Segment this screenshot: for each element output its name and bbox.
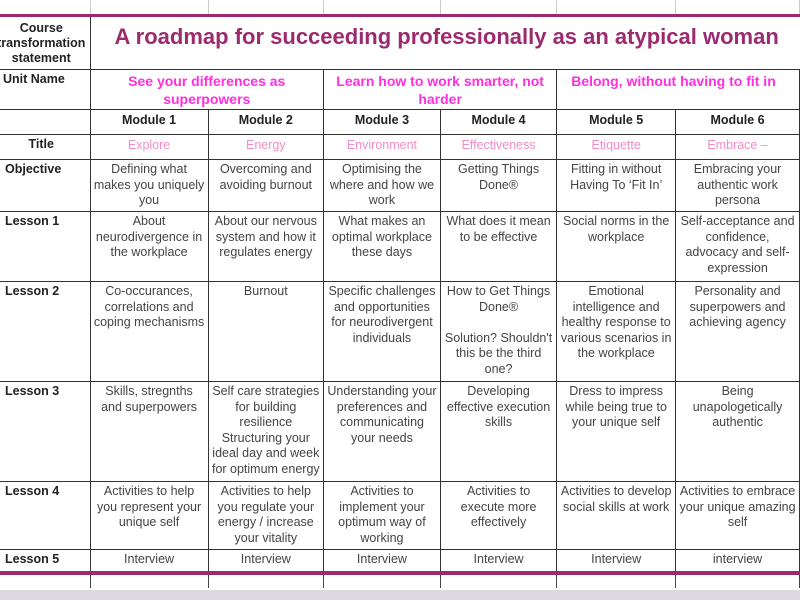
unit-3-cell[interactable]: Belong, without having to fit in: [556, 69, 800, 110]
module-title-2[interactable]: Energy: [207, 134, 325, 160]
module-header-2[interactable]: Module 2: [207, 109, 325, 135]
unit-name-label[interactable]: Unit Name: [0, 69, 91, 110]
row-label[interactable]: Objective: [0, 159, 91, 212]
table-cell[interactable]: Activities to develop social skills at w…: [556, 481, 677, 550]
empty-cell[interactable]: [207, 0, 325, 16]
empty-cell[interactable]: [439, 0, 558, 16]
row-label[interactable]: Lesson 3: [0, 381, 91, 482]
table-cell[interactable]: Interview: [556, 549, 677, 575]
module-title-3[interactable]: Environment: [323, 134, 441, 160]
module-title-5[interactable]: Etiquette: [556, 134, 677, 160]
empty-cell[interactable]: [0, 109, 91, 135]
table-cell[interactable]: Personality and superpowers and achievin…: [675, 281, 800, 382]
module-header-1[interactable]: Module 1: [89, 109, 209, 135]
main-title-cell[interactable]: A roadmap for succeeding professionally …: [89, 14, 800, 70]
table-cell[interactable]: Optimising the where and how we work: [323, 159, 441, 212]
module-title-4[interactable]: Effectiveness: [439, 134, 558, 160]
table-cell[interactable]: Activities to execute more effectively: [439, 481, 558, 550]
empty-cell[interactable]: [556, 572, 677, 588]
table-cell[interactable]: Specific challenges and opportunities fo…: [323, 281, 441, 382]
module-header-5[interactable]: Module 5: [556, 109, 677, 135]
table-cell[interactable]: Activities to help you represent your un…: [89, 481, 209, 550]
module-header-3[interactable]: Module 3: [323, 109, 441, 135]
table-cell[interactable]: Activities to implement your optimum way…: [323, 481, 441, 550]
table-cell[interactable]: Getting Things Done®: [439, 159, 558, 212]
table-cell[interactable]: Fitting in without Having To ‘Fit In’: [556, 159, 677, 212]
table-cell[interactable]: Burnout: [207, 281, 325, 382]
row-label[interactable]: Lesson 4: [0, 481, 91, 550]
empty-cell[interactable]: [675, 0, 800, 16]
sheet-tab-bar: [0, 590, 800, 600]
row-label[interactable]: Lesson 2: [0, 281, 91, 382]
table-cell[interactable]: Understanding your preferences and commu…: [323, 381, 441, 482]
table-cell[interactable]: How to Get Things Done® Solution? Should…: [439, 281, 558, 382]
empty-cell[interactable]: [439, 572, 558, 588]
table-cell[interactable]: Developing effective execution skills: [439, 381, 558, 482]
empty-cell[interactable]: [323, 0, 441, 16]
row-label[interactable]: Lesson 5: [0, 549, 91, 575]
unit-2-cell[interactable]: Learn how to work smarter, not harder: [323, 69, 558, 110]
table-cell[interactable]: Interview: [89, 549, 209, 575]
table-cell[interactable]: About our nervous system and how it regu…: [207, 211, 325, 282]
table-cell[interactable]: Skills, stregnths and superpowers: [89, 381, 209, 482]
empty-cell[interactable]: [0, 0, 91, 16]
table-cell[interactable]: interview: [675, 549, 800, 575]
transformation-statement-label[interactable]: Course transformation statement: [0, 14, 91, 70]
empty-cell[interactable]: [89, 0, 209, 16]
empty-cell[interactable]: [207, 572, 325, 588]
module-header-6[interactable]: Module 6: [675, 109, 800, 135]
module-title-6[interactable]: Embrace –: [675, 134, 800, 160]
table-cell[interactable]: Activities to help you regulate your ene…: [207, 481, 325, 550]
table-cell[interactable]: Self care strategies for building resili…: [207, 381, 325, 482]
table-cell[interactable]: Embracing your authentic work persona: [675, 159, 800, 212]
table-cell[interactable]: Dress to impress while being true to you…: [556, 381, 677, 482]
table-cell[interactable]: About neurodivergence in the workplace: [89, 211, 209, 282]
table-cell[interactable]: Emotional intelligence and healthy respo…: [556, 281, 677, 382]
module-title-1[interactable]: Explore: [89, 134, 209, 160]
table-cell[interactable]: What makes an optimal workplace these da…: [323, 211, 441, 282]
table-cell[interactable]: What does it mean to be effective: [439, 211, 558, 282]
table-cell[interactable]: Activities to embrace your unique amazin…: [675, 481, 800, 550]
row-label[interactable]: Lesson 1: [0, 211, 91, 282]
table-cell[interactable]: Defining what makes you uniquely you: [89, 159, 209, 212]
empty-cell[interactable]: [323, 572, 441, 588]
table-cell[interactable]: Self-acceptance and confidence, advocacy…: [675, 211, 800, 282]
table-cell[interactable]: Interview: [439, 549, 558, 575]
title-label[interactable]: Title: [0, 134, 91, 160]
empty-cell[interactable]: [0, 572, 91, 588]
unit-1-cell[interactable]: See your differences as superpowers: [89, 69, 325, 110]
table-cell[interactable]: Interview: [323, 549, 441, 575]
table-cell[interactable]: Overcoming and avoiding burnout: [207, 159, 325, 212]
table-cell[interactable]: Interview: [207, 549, 325, 575]
empty-cell[interactable]: [89, 572, 209, 588]
table-cell[interactable]: Co-occurances, correlations and coping m…: [89, 281, 209, 382]
table-cell[interactable]: Being unapologetically authentic: [675, 381, 800, 482]
empty-cell[interactable]: [675, 572, 800, 588]
table-cell[interactable]: Social norms in the workplace: [556, 211, 677, 282]
empty-cell[interactable]: [556, 0, 677, 16]
module-header-4[interactable]: Module 4: [439, 109, 558, 135]
